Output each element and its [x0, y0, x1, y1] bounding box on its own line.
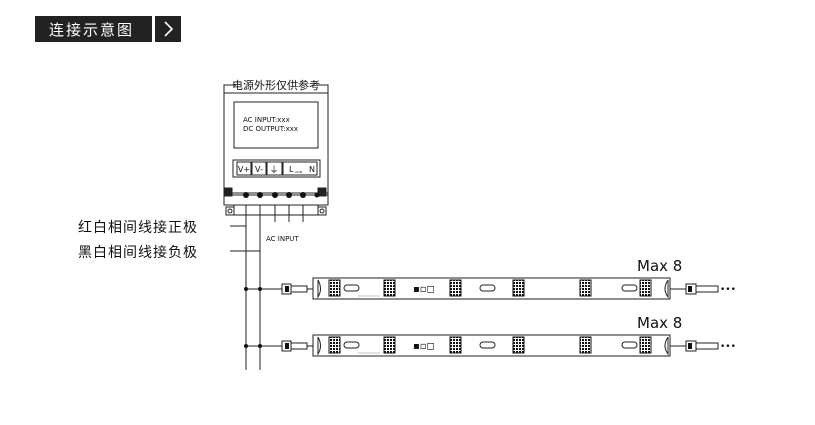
svg-text:▪▫◻: ▪▫◻ [413, 284, 435, 295]
power-caption: 电源外形仅供参考 [232, 78, 320, 92]
display-dc-output: DC OUTPUT:xxx [243, 125, 298, 133]
terminal-screws [243, 192, 320, 198]
terminal-n: N [309, 165, 315, 174]
section-header: 连接示意图 [35, 16, 182, 42]
svg-text:▪▫◻: ▪▫◻ [413, 341, 435, 352]
terminal-v-minus: V- [255, 165, 263, 174]
max-label-2: Max 8 [637, 314, 682, 332]
terminal-l: L [289, 165, 294, 174]
power-display [233, 101, 319, 149]
terminal-l-sub: ACIN [295, 170, 302, 174]
ground-icon: ⏚ [269, 165, 278, 176]
led-strip: ▪▫◻ ••• [244, 277, 736, 300]
led-strip: ▪▫◻ ••• [244, 334, 736, 357]
power-supply [223, 84, 329, 216]
terminal-block [232, 159, 321, 178]
svg-text:•••: ••• [720, 342, 736, 352]
chevron-right-icon[interactable] [155, 16, 182, 42]
display-ac-input: AC INPUT:xxx [243, 116, 290, 124]
ac-input-label: AC INPUT [266, 235, 299, 243]
max-label-1: Max 8 [637, 257, 682, 275]
terminal-v-plus: V+ [238, 165, 250, 174]
red-wire-label: 红白相间线接正极 [78, 219, 198, 236]
section-title: 连接示意图 [35, 16, 153, 42]
black-wire-label: 黑白相间线接负极 [78, 244, 198, 261]
svg-text:•••: ••• [720, 285, 736, 295]
